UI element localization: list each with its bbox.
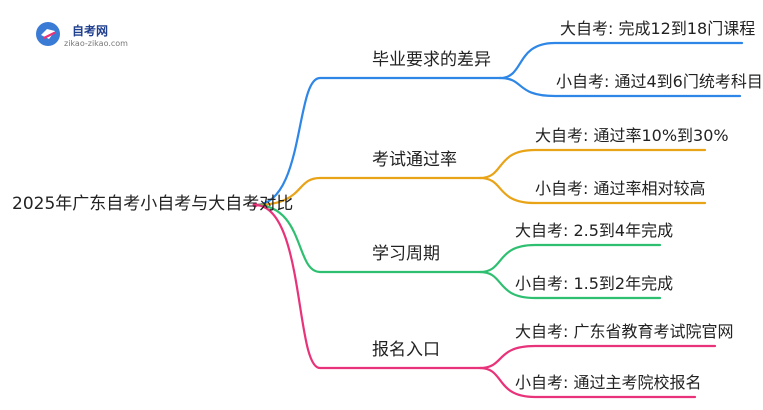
leaf-study-period-big: 大自考: 2.5到4年完成: [515, 221, 674, 240]
leaf-graduation-big: 大自考: 完成12到18门课程: [560, 19, 756, 38]
leaf-connector: [478, 243, 662, 274]
leaf-registration-small: 小自考: 通过主考院校报名: [515, 373, 702, 392]
leaf-graduation-small: 小自考: 通过4到6门统考科目: [556, 72, 763, 91]
root-topic: 2025年广东自考小自考与大自考对比: [12, 194, 294, 214]
leaf-connector: [478, 344, 717, 370]
branch-registration: 报名入口: [372, 340, 440, 360]
leaf-connector: [478, 366, 697, 399]
branch-pass-rate: 考试通过率: [372, 150, 457, 170]
leaf-pass-rate-big: 大自考: 通过率10%到30%: [535, 126, 729, 145]
branch-connector: [253, 203, 482, 274]
leaf-connector: [498, 41, 744, 80]
branch-connector: [253, 76, 502, 207]
leaf-registration-big: 大自考: 广东省教育考试院官网: [515, 322, 734, 341]
logo-mark-icon: [36, 22, 60, 46]
root-junction: [252, 202, 258, 208]
leaf-study-period-small: 小自考: 1.5到2年完成: [515, 274, 674, 293]
logo-domain: zikao-zikao.com: [64, 39, 128, 48]
leaf-connector: [478, 176, 707, 205]
leaf-connector: [478, 148, 707, 180]
branch-graduation-requirements: 毕业要求的差异: [372, 50, 491, 70]
logo-title: 自考网: [72, 24, 109, 38]
leaf-pass-rate-small: 小自考: 通过率相对较高: [535, 179, 706, 198]
branch-connector: [253, 176, 482, 207]
leaf-connector: [498, 76, 742, 98]
leaf-connector: [478, 270, 662, 300]
branch-connector: [253, 203, 482, 370]
branch-study-period: 学习周期: [372, 244, 440, 264]
site-logo[interactable]: 自考网 zikao-zikao.com: [34, 18, 164, 54]
